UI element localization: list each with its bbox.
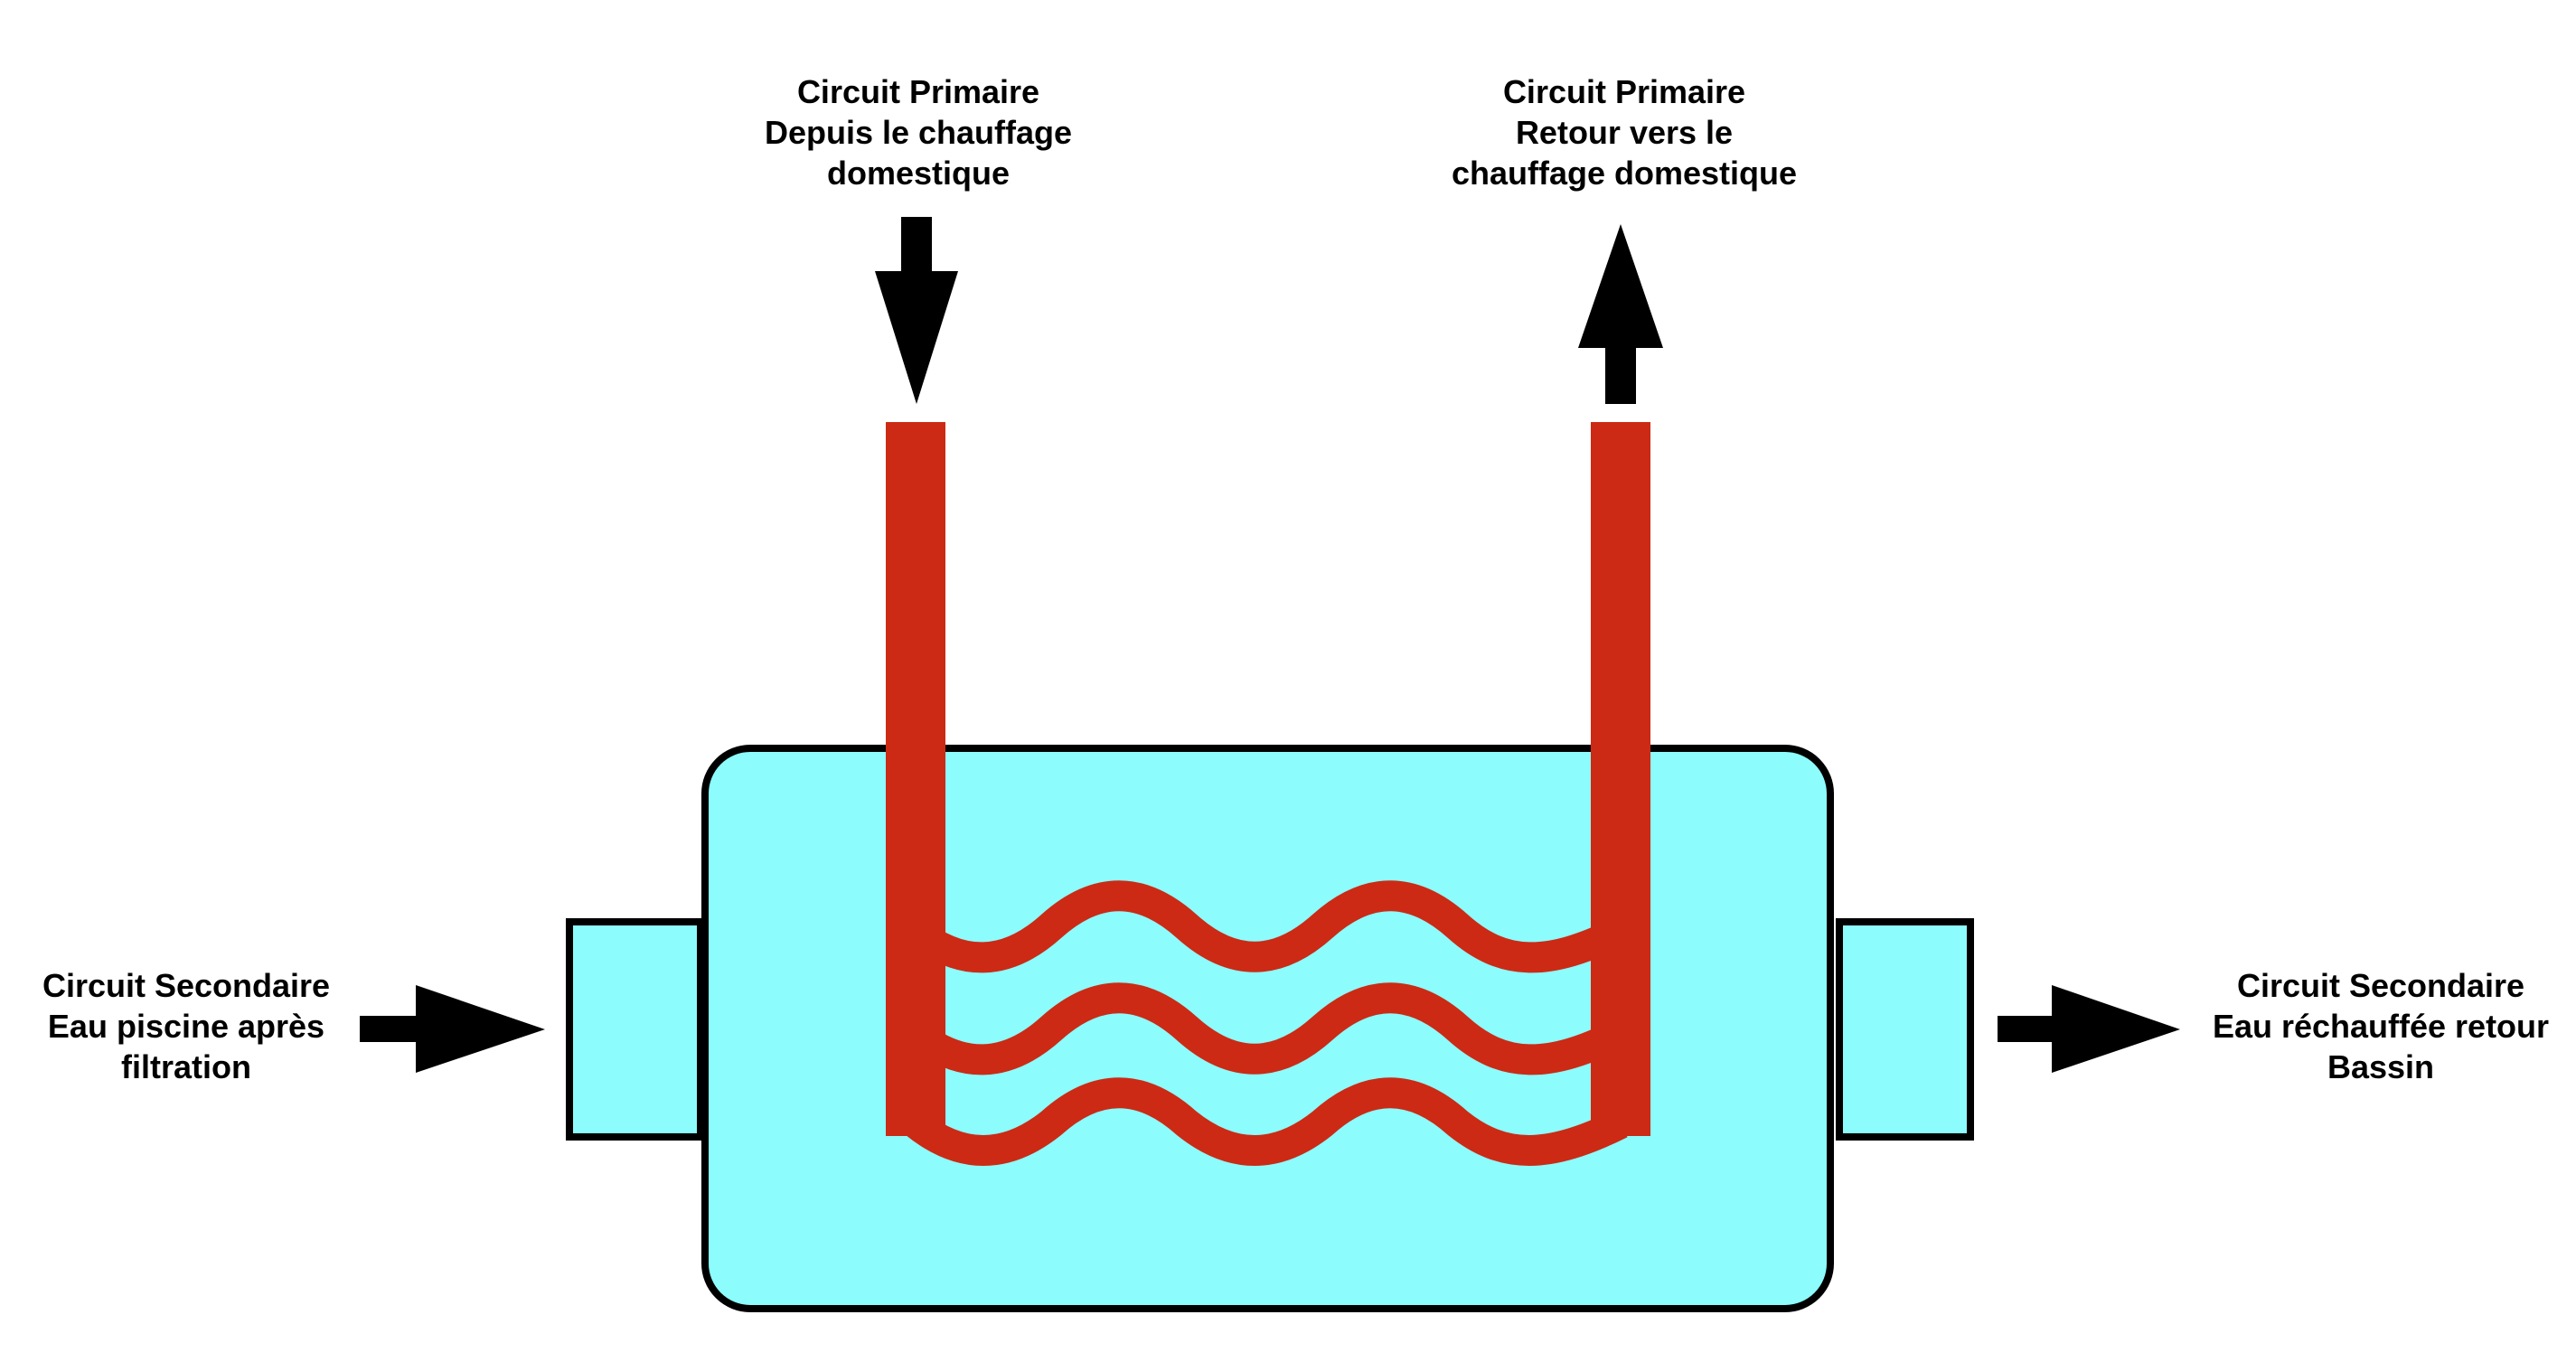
label-line: domestique	[827, 155, 1010, 192]
coil-outlet-pipe	[1591, 422, 1650, 1136]
label-line: Circuit Primaire	[797, 73, 1039, 110]
label-line: Circuit Secondaire	[42, 967, 330, 1004]
outlet-connector	[1836, 918, 1974, 1141]
label-line: Circuit Primaire	[1503, 73, 1745, 110]
label-secondary-out: Circuit Secondaire Eau réchauffée retour…	[2213, 967, 2549, 1085]
arrow-down-icon	[875, 217, 958, 404]
label-line: Bassin	[2327, 1048, 2434, 1085]
coil-wave-1	[906, 880, 1628, 973]
label-line: Eau piscine après	[48, 1008, 324, 1045]
inlet-connector	[566, 918, 704, 1141]
arrow-right-in-icon	[360, 985, 545, 1073]
label-line: Retour vers le	[1516, 114, 1733, 151]
label-line: Circuit Secondaire	[2237, 967, 2524, 1004]
label-line: chauffage domestique	[1452, 155, 1797, 192]
coil-inlet-pipe	[886, 422, 945, 1136]
coil-wave-3	[906, 1077, 1628, 1166]
arrow-up-icon	[1578, 224, 1663, 404]
label-line: filtration	[121, 1048, 251, 1085]
label-primary-in: Circuit Primaire Depuis le chauffage dom…	[765, 73, 1072, 192]
coil-waves	[906, 880, 1628, 1166]
coil-wave-2	[906, 982, 1628, 1075]
label-secondary-in: Circuit Secondaire Eau piscine après fil…	[42, 967, 330, 1085]
exchanger-tank	[701, 745, 1834, 1312]
label-primary-out: Circuit Primaire Retour vers le chauffag…	[1452, 73, 1797, 192]
label-line: Eau réchauffée retour	[2213, 1008, 2549, 1045]
label-line: Depuis le chauffage	[765, 114, 1072, 151]
arrow-right-out-icon	[1998, 985, 2180, 1073]
